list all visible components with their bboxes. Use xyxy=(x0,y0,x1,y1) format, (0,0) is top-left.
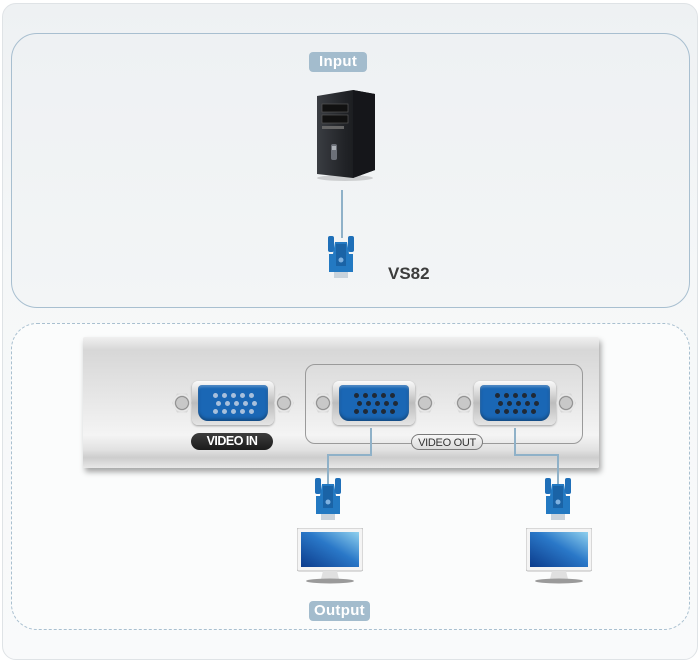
output-cable-1 xyxy=(327,454,329,484)
vga-connector-icon xyxy=(545,478,571,520)
hex-screw-icon xyxy=(313,393,333,413)
monitor-icon xyxy=(297,528,363,584)
video-in-port xyxy=(192,381,274,425)
monitor-icon xyxy=(526,528,592,584)
hex-screw-icon xyxy=(274,393,294,413)
output-label: Output xyxy=(309,601,370,621)
input-cable xyxy=(341,190,343,238)
hex-screw-icon xyxy=(415,393,435,413)
video-in-label: VIDEO IN xyxy=(191,433,273,450)
input-label: Input xyxy=(309,52,368,72)
output-cable-2 xyxy=(514,428,516,455)
vga-connector-icon xyxy=(315,478,341,520)
vga-connector-icon xyxy=(328,236,354,278)
output-cable-2 xyxy=(557,454,559,484)
hex-screw-icon xyxy=(556,393,576,413)
computer-tower-icon xyxy=(317,90,375,181)
video-out-port-1 xyxy=(333,381,415,425)
video-out-label: VIDEO OUT xyxy=(411,434,483,450)
hex-screw-icon xyxy=(454,393,474,413)
output-cable-1 xyxy=(327,454,372,456)
device-model-label: VS82 xyxy=(388,264,430,283)
output-cable-2 xyxy=(514,454,558,456)
output-cable-1 xyxy=(370,428,372,455)
hex-screw-icon xyxy=(172,393,192,413)
video-out-port-2 xyxy=(474,381,556,425)
